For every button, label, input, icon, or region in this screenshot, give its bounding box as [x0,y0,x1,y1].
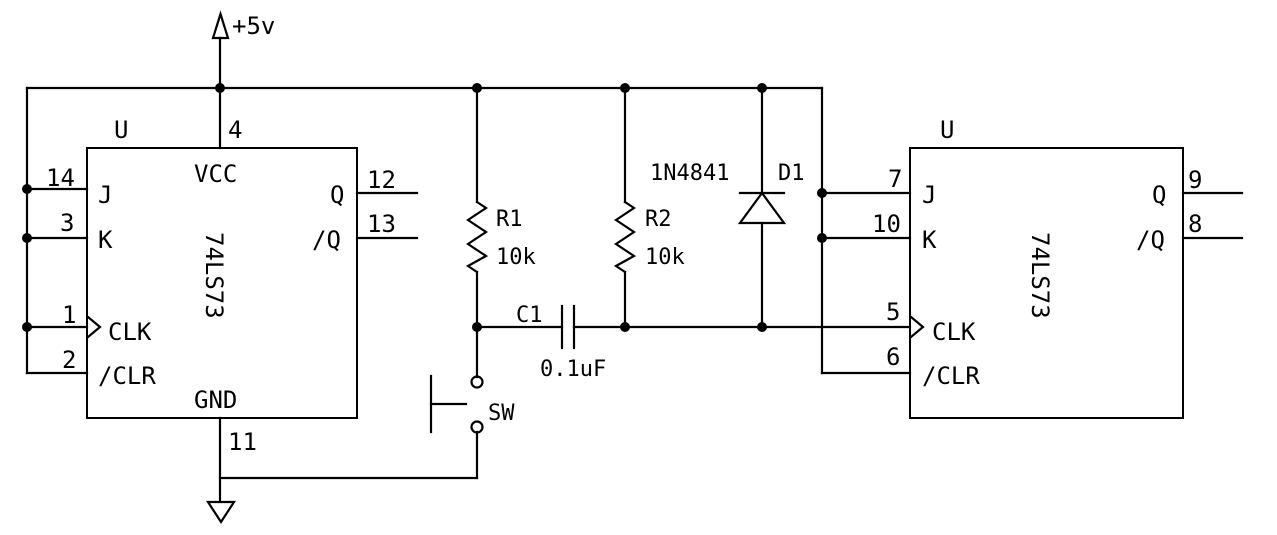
capacitor-c1: C1 0.1uF [516,303,606,382]
ic2-part: 74LS73 [1026,232,1054,319]
ic1-ref: U [114,116,128,144]
ic1-pin-clr: 2 [62,346,76,374]
ic1-label-clk: CLK [108,318,152,346]
power-symbol: +5v [211,10,275,40]
ic2-pin-clr: 6 [886,343,900,371]
ic1-pin-gnd: 11 [228,428,257,456]
ic2-label-qbar: /Q [1136,226,1165,254]
ic1-pin-clk: 1 [62,301,76,329]
ic1-label-j: J [98,181,112,209]
c1-ref: C1 [516,303,543,328]
ic1-gnd-label: GND [194,386,237,414]
ic1-label-qbar: /Q [312,226,341,254]
ic2-pin-clk: 5 [886,298,900,326]
ic1-part: 74LS73 [200,232,228,319]
ic2-label-k: K [922,226,937,254]
ic1-clock-marker [86,315,102,339]
ic2: U 7 10 5 6 J K CLK /CLR Q /Q 9 8 74LS73 [872,116,1202,419]
r2-value: 10k [645,245,685,270]
ic1-pin-q: 12 [367,166,396,194]
ic1-pin-qbar: 13 [367,210,396,238]
ic1: U 4 VCC GND 11 14 3 1 2 J K CLK /CLR Q /… [46,116,396,456]
r2-ref: R2 [645,207,672,232]
ic2-pin-qbar: 8 [1188,210,1202,238]
resistor-r2: R2 10k [613,200,685,274]
ic1-label-clr: /CLR [98,362,156,390]
ic2-label-clr: /CLR [922,362,980,390]
ic1-label-q: Q [330,181,344,209]
sw-ref: SW [488,401,515,426]
ic1-pin-j: 14 [46,164,75,192]
ic1-pin-vcc: 4 [228,116,242,144]
d1-part: 1N4841 [650,161,729,186]
diode-d1: 1N4841 D1 [650,161,805,225]
junctions [22,83,827,332]
ic2-label-j: J [922,181,936,209]
resistor-r1: R1 10k [465,200,536,274]
c1-value: 0.1uF [540,357,606,382]
ic2-label-q: Q [1152,181,1166,209]
ic2-ref: U [940,116,954,144]
power-label: +5v [232,12,275,40]
ic1-pin-k: 3 [60,209,74,237]
d1-ref: D1 [778,161,805,186]
ic1-vcc-label: VCC [194,160,237,188]
ic2-label-clk: CLK [932,318,976,346]
ic1-label-k: K [98,226,113,254]
ground-symbol [205,500,237,525]
ic2-pin-k: 10 [872,210,901,238]
ic2-pin-j: 7 [888,165,902,193]
ic2-pin-q: 9 [1188,166,1202,194]
r1-ref: R1 [496,207,523,232]
r1-value: 10k [496,245,536,270]
ic2-clock-marker [909,315,925,339]
pushbutton-switch: SW [429,374,515,434]
